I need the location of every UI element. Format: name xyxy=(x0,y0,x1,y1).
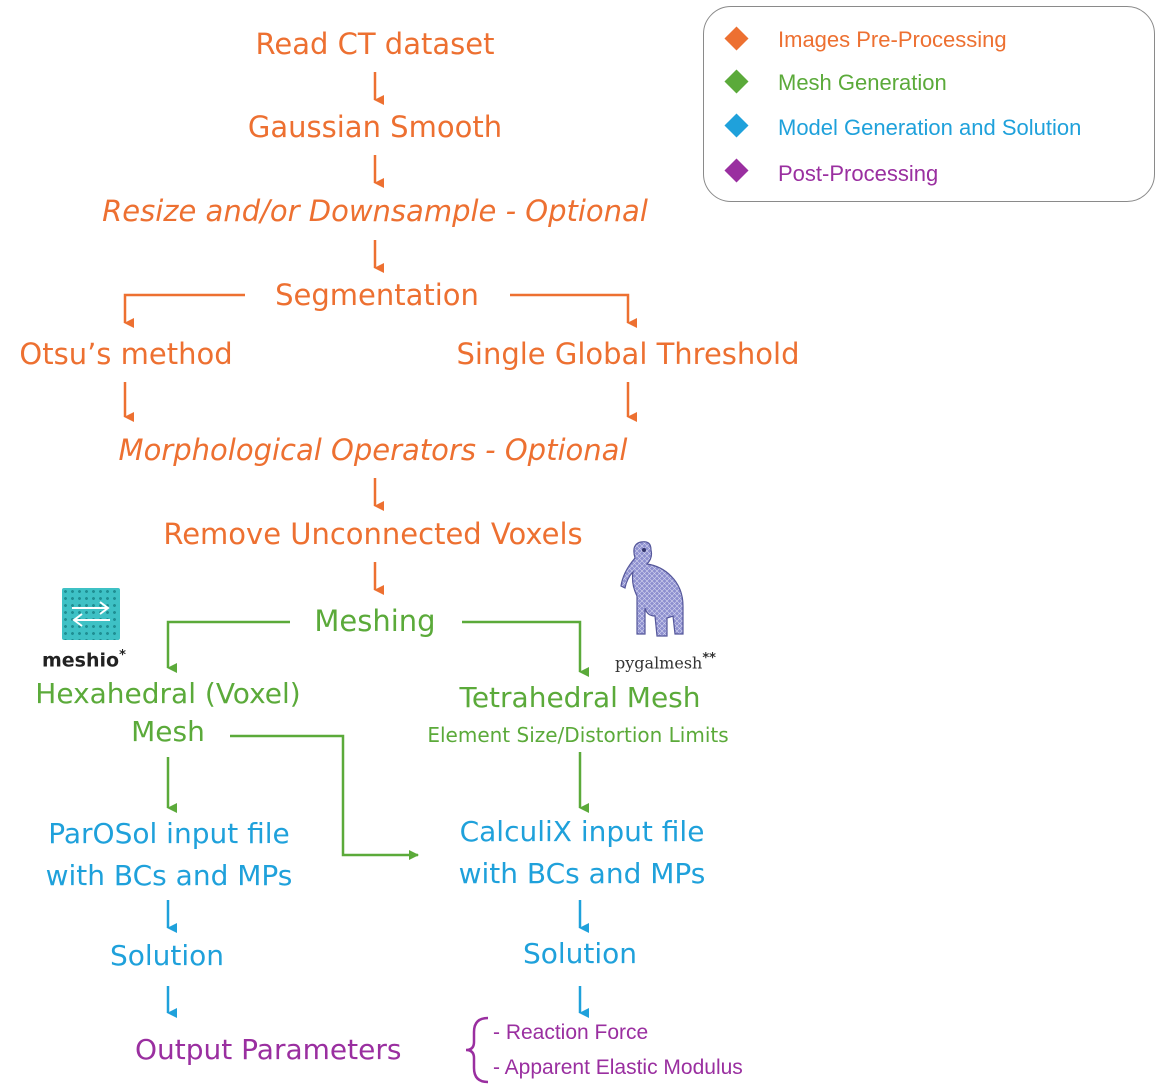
node-solution-left: Solution xyxy=(109,939,225,972)
node-output-parameters: Output Parameters xyxy=(135,1033,402,1066)
node-resize-downsample: Resize and/or Downsample - Optional xyxy=(102,194,648,228)
arrow-meshing-to-tetrahedral xyxy=(462,620,589,677)
node-calculix-line1: CalculiX input file xyxy=(459,815,705,848)
node-tetrahedral-line2: Element Size/Distortion Limits xyxy=(427,723,729,747)
meshio-logo-icon xyxy=(62,588,120,640)
node-solution-right: Solution xyxy=(522,937,638,970)
legend-label-preprocessing: Images Pre-Processing xyxy=(778,27,1007,52)
node-global-threshold: Single Global Threshold xyxy=(456,337,800,371)
node-read-ct: Read CT dataset xyxy=(255,27,495,61)
node-hexahedral-line1: Hexahedral (Voxel) xyxy=(35,677,301,710)
node-tetrahedral-line1: Tetrahedral Mesh xyxy=(459,681,701,714)
meshio-footnote-mark: * xyxy=(119,648,126,663)
node-segmentation: Segmentation xyxy=(275,278,479,312)
arrow-meshing-to-hexahedral xyxy=(166,620,290,673)
arrow-hexahedral-to-calculix xyxy=(230,734,419,860)
legend-label-model-generation: Model Generation and Solution xyxy=(778,115,1082,140)
node-calculix-line2: with BCs and MPs xyxy=(458,857,706,890)
output-item-elastic-modulus: - Apparent Elastic Modulus xyxy=(493,1056,743,1079)
meshio-name: meshio xyxy=(42,649,120,672)
node-gaussian-smooth: Gaussian Smooth xyxy=(247,110,503,144)
output-brace xyxy=(465,1016,489,1084)
node-otsu-method: Otsu’s method xyxy=(19,337,233,371)
node-meshing: Meshing xyxy=(314,604,436,638)
output-item-reaction-force: - Reaction Force xyxy=(493,1021,649,1044)
legend-box xyxy=(703,6,1155,202)
node-remove-unconnected-voxels: Remove Unconnected Voxels xyxy=(163,517,583,551)
pygalmesh-name: pygalmesh xyxy=(615,653,703,673)
node-hexahedral-line2: Mesh xyxy=(131,715,205,748)
pygalmesh-footnote-mark: ** xyxy=(702,651,716,666)
legend-label-post-processing: Post-Processing xyxy=(778,161,939,186)
node-morphological-operators: Morphological Operators - Optional xyxy=(118,433,628,467)
legend-label-mesh-generation: Mesh Generation xyxy=(778,70,947,95)
node-parosol-line2: with BCs and MPs xyxy=(45,859,293,892)
arrow-segmentation-to-threshold xyxy=(510,293,637,328)
arrow-segmentation-to-otsu xyxy=(123,293,245,328)
meshio-logo-label: meshio* xyxy=(42,648,126,671)
pygalmesh-logo-label: pygalmesh** xyxy=(615,651,716,672)
elephant-mesh-icon xyxy=(620,541,684,637)
node-parosol-line1: ParOSol input file xyxy=(48,817,290,850)
